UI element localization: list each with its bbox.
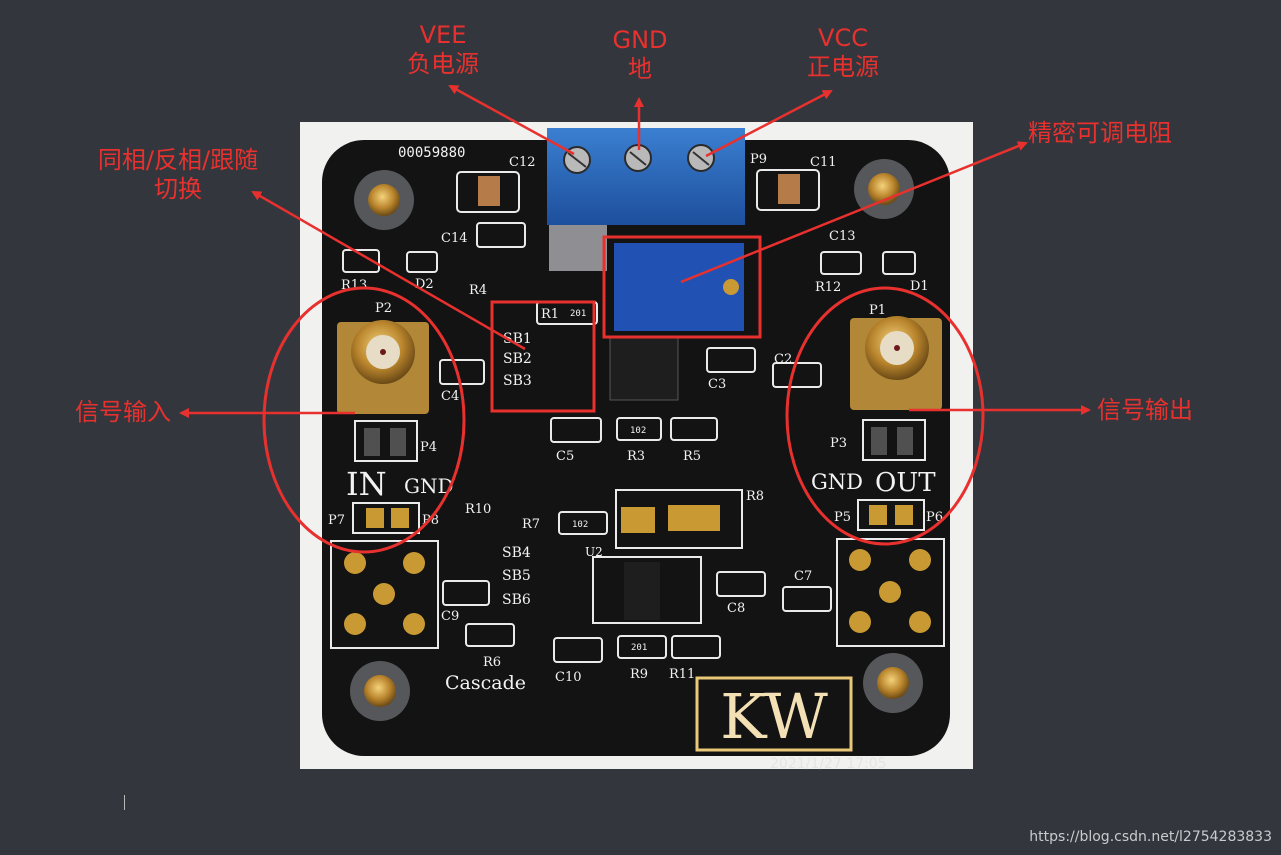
gnd-label: GND 地 xyxy=(600,26,680,84)
ref-c13: C13 xyxy=(829,229,856,244)
ref-r12: R12 xyxy=(815,280,841,295)
vee-label-line1: VEE xyxy=(419,21,467,49)
vee-label: VEE 负电源 xyxy=(400,21,486,79)
ref-c3: C3 xyxy=(708,377,726,392)
label-cascade: Cascade xyxy=(445,672,526,694)
switch-label: 同相/反相/跟随 切换 xyxy=(78,146,278,204)
capacitor-c11 xyxy=(756,169,820,211)
vee-label-line2: 负电源 xyxy=(407,50,479,78)
trim-potentiometer xyxy=(614,243,744,331)
ref-r7: R7 xyxy=(522,517,540,532)
ref-p9: P9 xyxy=(750,152,767,167)
pot-screw xyxy=(723,279,739,295)
silkscreen-labels: C12 P9 C11 C14 C13 R13 D2 R12 D1 R4 P2 R… xyxy=(328,152,943,694)
capacitor-c12 xyxy=(456,171,520,213)
header-p4 xyxy=(354,420,418,462)
annotation-arrows xyxy=(179,84,1091,418)
input-highlight-ellipse xyxy=(262,286,466,554)
switch-label-line2: 切换 xyxy=(154,175,202,203)
ref-p5: P5 xyxy=(834,510,851,525)
ref-r11: R11 xyxy=(669,667,695,682)
label-out: OUT xyxy=(875,468,936,498)
code-r3: 102 xyxy=(630,426,646,436)
ref-r10: R10 xyxy=(465,502,491,517)
op-amp-u1 xyxy=(609,337,679,401)
edge-pad-right xyxy=(836,538,945,647)
code-r7: 102 xyxy=(572,520,588,530)
pcb-board xyxy=(322,140,950,756)
sma-output-connector xyxy=(850,316,942,410)
ref-r3: R3 xyxy=(627,449,645,464)
ref-p4: P4 xyxy=(420,440,437,455)
pads-p5-p6 xyxy=(857,499,925,531)
ref-c11: C11 xyxy=(810,155,837,170)
code-r9: 201 xyxy=(631,643,647,653)
ref-sb1: SB1 xyxy=(503,331,532,347)
gnd-label-line1: GND xyxy=(612,26,668,54)
ref-p1: P1 xyxy=(869,303,886,318)
input-label: 信号输入 xyxy=(75,398,171,426)
ref-u2: U2 xyxy=(585,545,603,559)
ref-c9: C9 xyxy=(441,609,459,624)
ref-c8: C8 xyxy=(727,601,745,616)
ref-c4: C4 xyxy=(441,389,459,404)
ref-p2: P2 xyxy=(375,301,392,316)
ref-c5: C5 xyxy=(556,449,574,464)
r8-footprint xyxy=(615,489,743,549)
ref-sb5: SB5 xyxy=(502,568,531,584)
ref-r8: R8 xyxy=(746,489,764,504)
source-watermark: https://blog.csdn.net/l2754283833 xyxy=(1029,829,1272,845)
op-amp-u2 xyxy=(592,556,702,624)
serial-number: 00059880 xyxy=(398,145,465,161)
ref-sb2: SB2 xyxy=(503,351,532,367)
mounting-nuts xyxy=(350,159,923,721)
switch-highlight-box xyxy=(490,300,596,413)
pot-highlight-box xyxy=(602,235,762,339)
edge-pad-left xyxy=(330,540,439,649)
ref-c14: C14 xyxy=(441,231,468,246)
ref-r1: R1 xyxy=(541,307,559,322)
ref-sb3: SB3 xyxy=(503,373,532,389)
pads-p7-p8 xyxy=(352,502,420,534)
ref-sb6: SB6 xyxy=(502,592,531,608)
header-p3 xyxy=(862,419,926,461)
ref-sb4: SB4 xyxy=(502,545,531,561)
ref-p3: P3 xyxy=(830,436,847,451)
vcc-arrow xyxy=(705,89,833,158)
code-r1: 201 xyxy=(570,309,586,319)
kw-logo: KW xyxy=(695,676,853,753)
text-cursor xyxy=(124,795,125,810)
vcc-label: VCC 正电源 xyxy=(800,24,886,82)
ref-c10: C10 xyxy=(555,670,582,685)
pot-arrow xyxy=(680,141,1028,284)
photo-timestamp: 2021/1/27 17:05 xyxy=(770,756,887,772)
ref-c7: C7 xyxy=(794,569,812,584)
ref-d1: D1 xyxy=(910,279,929,294)
vcc-label-line1: VCC xyxy=(818,24,868,52)
annotation-shapes xyxy=(262,235,985,554)
kw-logo-text: KW xyxy=(720,680,828,753)
vcc-label-line2: 正电源 xyxy=(807,53,879,81)
switch-label-line1: 同相/反相/跟随 xyxy=(97,146,259,174)
pot-label: 精密可调电阻 xyxy=(1028,119,1172,147)
gnd-label-line2: 地 xyxy=(628,55,652,83)
label-in: IN xyxy=(346,465,387,503)
ref-r5: R5 xyxy=(683,449,701,464)
sma-input-connector xyxy=(337,320,429,414)
vee-arrow xyxy=(448,84,575,156)
switch-arrow xyxy=(251,190,526,351)
ref-r6: R6 xyxy=(483,655,501,670)
output-highlight-ellipse xyxy=(785,286,985,546)
ref-p7: P7 xyxy=(328,513,345,528)
terminal-block xyxy=(547,128,745,271)
ref-c2: C2 xyxy=(774,352,792,367)
output-label: 信号输出 xyxy=(1097,396,1193,424)
label-gnd-right: GND xyxy=(811,470,863,494)
ref-r9: R9 xyxy=(630,667,648,682)
ref-c12: C12 xyxy=(509,155,536,170)
ref-r4: R4 xyxy=(469,283,487,298)
